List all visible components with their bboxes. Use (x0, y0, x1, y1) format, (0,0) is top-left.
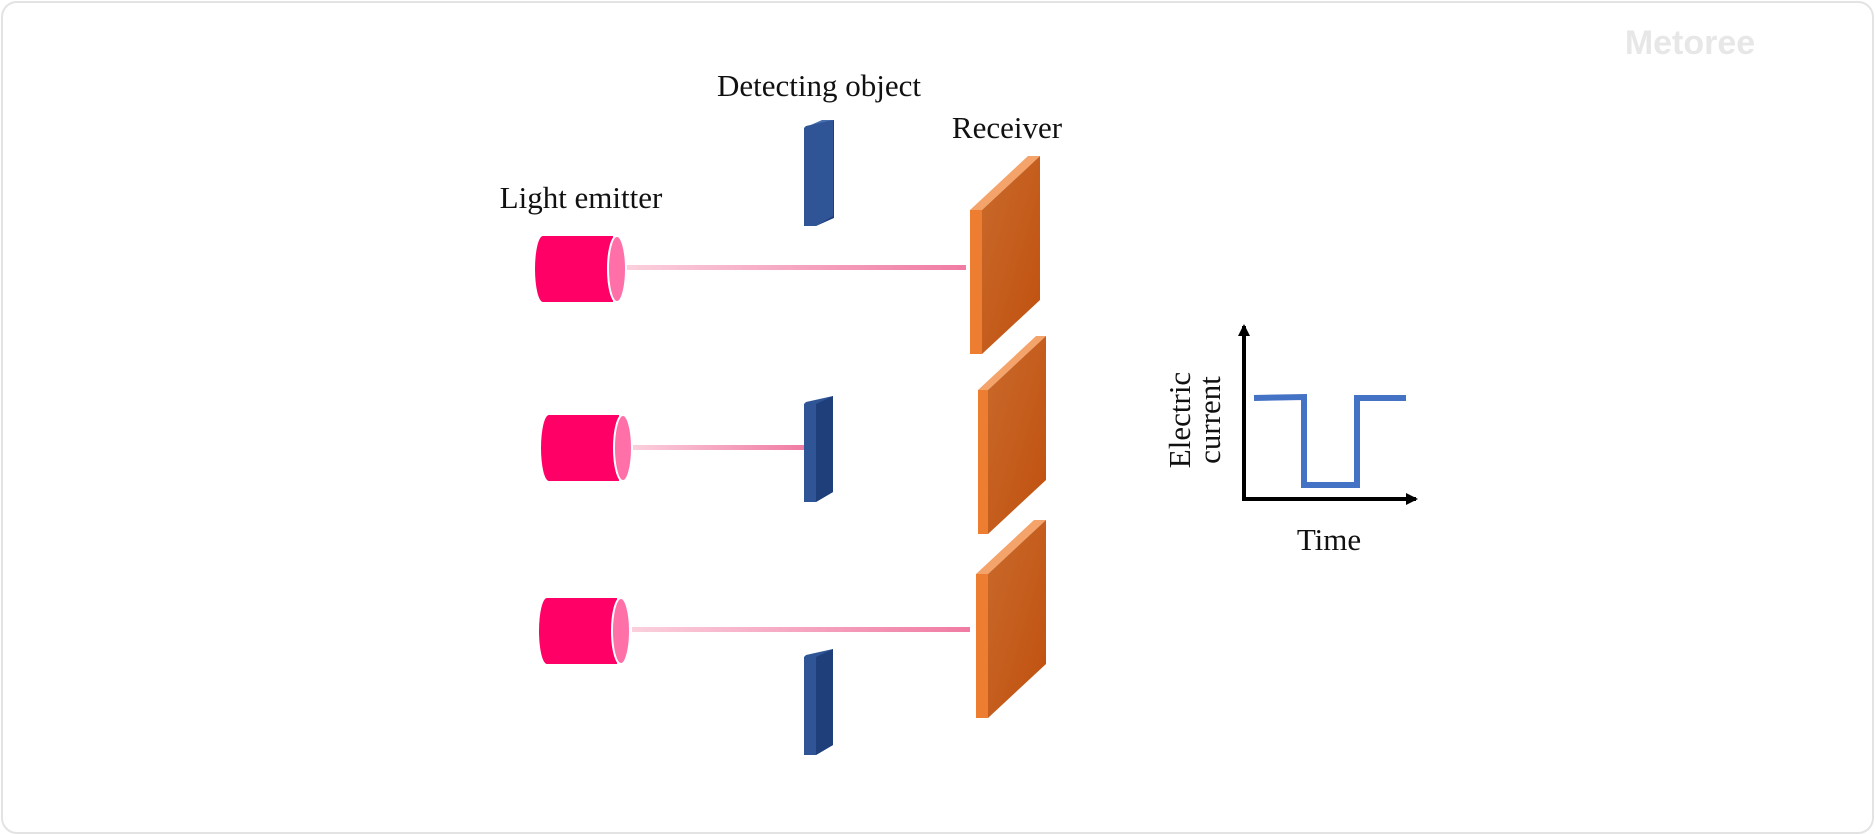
receiver-1 (970, 156, 1040, 354)
light-emitter-3 (539, 597, 631, 665)
light-emitter-2 (541, 414, 633, 482)
receiver-3 (976, 520, 1046, 718)
current-time-graph: Electric current Time (1162, 324, 1418, 557)
light-emitter-1 (535, 235, 627, 303)
x-axis-label: Time (1297, 522, 1361, 557)
y-axis-label-line2: current (1192, 376, 1227, 464)
label-receiver: Receiver (952, 110, 1063, 145)
row-3-unobstructed (539, 520, 1046, 755)
label-detecting-object: Detecting object (717, 68, 921, 103)
detecting-object-2 (804, 396, 833, 502)
receiver-2 (978, 336, 1046, 534)
detecting-object-3 (804, 649, 833, 755)
light-beam (632, 627, 970, 632)
light-beam (626, 265, 966, 270)
signal-line (1253, 393, 1406, 488)
light-beam (632, 445, 804, 450)
watermark-logo: Metoree (1625, 24, 1755, 62)
detecting-object-1 (804, 120, 834, 226)
row-1-unobstructed (535, 120, 1040, 354)
y-axis-label-line1: Electric (1162, 372, 1197, 468)
label-light-emitter: Light emitter (500, 180, 663, 215)
row-2-blocked (541, 336, 1046, 534)
